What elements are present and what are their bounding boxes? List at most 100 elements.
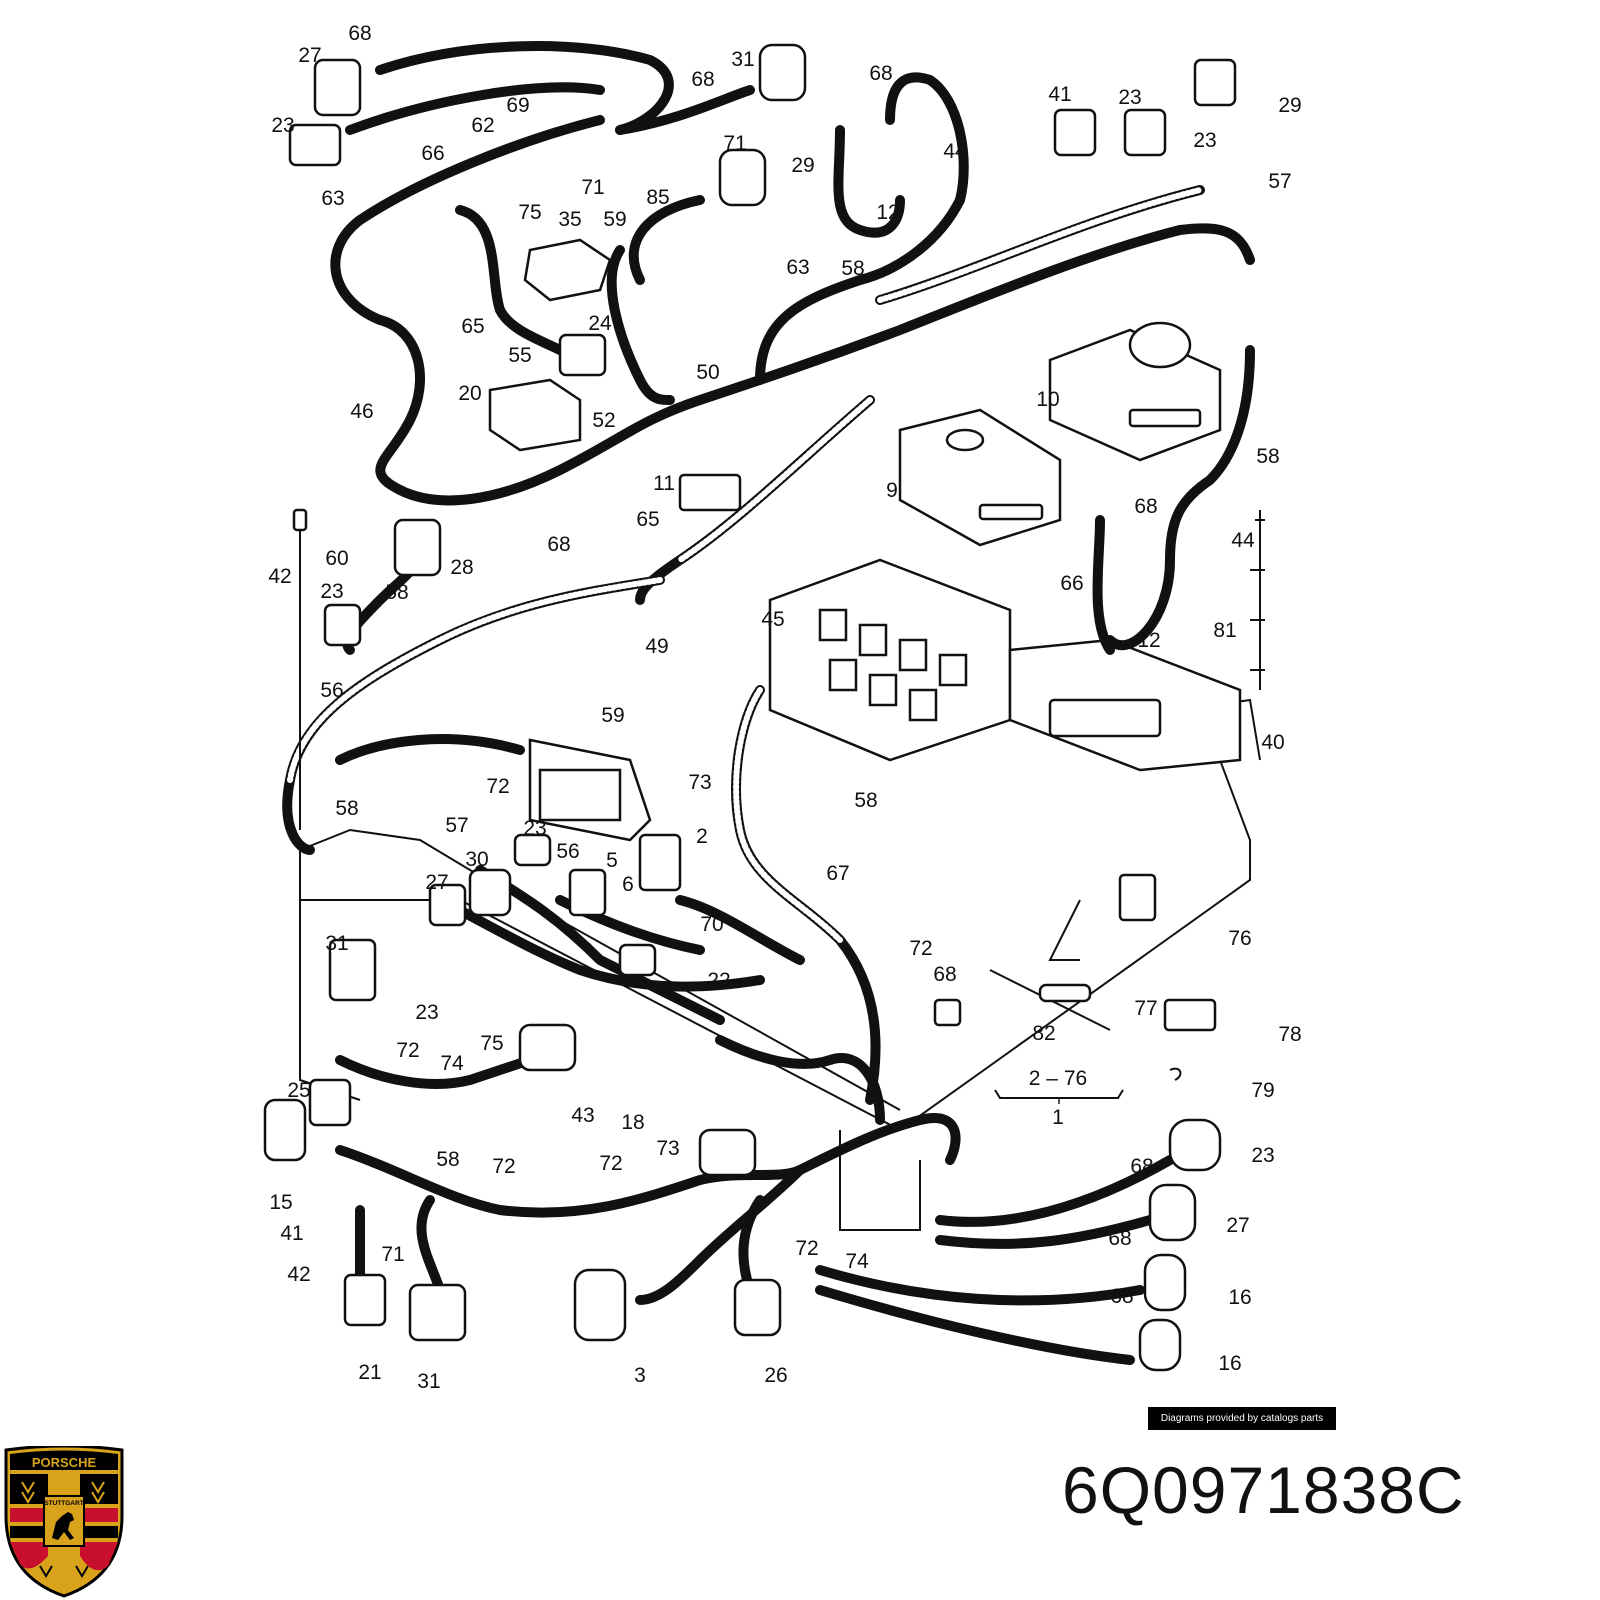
callout: 42 <box>287 1263 310 1286</box>
callout: 6 <box>622 873 634 896</box>
callout: 72 <box>599 1152 622 1175</box>
callout: 31 <box>417 1370 440 1393</box>
callout: 11 <box>653 472 675 495</box>
callout: 23 <box>320 580 343 603</box>
callout: 35 <box>558 208 581 231</box>
callout: 72 <box>795 1237 818 1260</box>
callout: 25 <box>287 1079 310 1102</box>
part-number: 6Q0971838C <box>1062 1453 1465 1527</box>
callout: 58 <box>436 1148 459 1171</box>
callout: 71 <box>381 1243 404 1266</box>
module-35 <box>523 238 612 302</box>
callout-labels: 68 27 23 31 68 69 62 66 71 71 85 29 63 7… <box>268 22 1301 1393</box>
callout: 77 <box>1134 997 1157 1020</box>
callout: 9 <box>886 479 898 502</box>
callout: 23 <box>415 1001 438 1024</box>
callout: 58 <box>385 581 408 604</box>
callout: 3 <box>634 1364 646 1387</box>
callout: 71 <box>723 132 746 155</box>
callout: 41 <box>1048 83 1071 106</box>
control-unit-10 <box>1048 321 1222 462</box>
callout: 79 <box>1251 1079 1274 1102</box>
callout: 65 <box>636 508 659 531</box>
callout: 44 <box>1231 529 1255 552</box>
callout: 27 <box>1226 1214 1249 1237</box>
callout: 74 <box>440 1052 464 1075</box>
callout: 72 <box>486 775 509 798</box>
relay-20 <box>488 378 582 452</box>
callout: 58 <box>854 789 877 812</box>
callout: 81 <box>1213 619 1236 642</box>
callout: 15 <box>269 1191 292 1214</box>
callout: 44 <box>943 140 967 163</box>
callout: 58 <box>1256 445 1279 468</box>
callout: 73 <box>656 1137 679 1160</box>
callout: 75 <box>480 1032 503 1055</box>
callout: 46 <box>350 400 373 423</box>
callout: 59 <box>601 704 624 727</box>
callout: 29 <box>1278 94 1301 117</box>
callout: 30 <box>465 848 488 871</box>
connectors <box>263 43 1265 1372</box>
fuse-box <box>768 558 1242 772</box>
callout: 23 <box>1118 86 1141 109</box>
callout: 31 <box>731 48 754 71</box>
callout: 58 <box>335 797 358 820</box>
callout: 23 <box>271 114 294 137</box>
callout: 68 <box>691 68 714 91</box>
callout: 16 <box>1218 1352 1241 1375</box>
callout: 27 <box>425 871 448 894</box>
callout: 23 <box>1193 129 1216 152</box>
callout: 68 <box>1134 495 1157 518</box>
callout: 55 <box>508 344 531 367</box>
callout: 75 <box>518 201 541 224</box>
callout: 49 <box>645 635 668 658</box>
callout: 78 <box>1278 1023 1301 1046</box>
callout: 20 <box>458 382 481 405</box>
callout: 24 <box>588 312 612 335</box>
callout: 66 <box>421 142 444 165</box>
callout: 73 <box>688 771 711 794</box>
callout: 41 <box>280 1222 303 1245</box>
callout: 68 <box>1108 1227 1131 1250</box>
callout: 42 <box>268 565 291 588</box>
callout: 2 <box>696 825 708 848</box>
callout: 57 <box>1268 170 1291 193</box>
callout: 57 <box>445 814 468 837</box>
callout: 70 <box>700 913 723 936</box>
porsche-crest-icon: PORSCHE STUTTGART <box>4 1446 124 1598</box>
callout: 23 <box>1251 1144 1274 1167</box>
callout: 23 <box>523 817 546 840</box>
callout: 27 <box>298 44 321 67</box>
callout: 82 <box>1032 1022 1055 1045</box>
callout: 28 <box>450 556 473 579</box>
callout: 62 <box>471 114 494 137</box>
callout: 85 <box>646 186 669 209</box>
control-unit-9 <box>898 408 1062 547</box>
logo-text-top: PORSCHE <box>32 1455 97 1470</box>
logo-text-mid: STUTTGART <box>44 1500 83 1507</box>
callout: 22 <box>707 969 730 992</box>
callout: 66 <box>1060 572 1083 595</box>
callout: 67 <box>826 862 849 885</box>
callout: 18 <box>621 1111 644 1134</box>
callout: 68 <box>547 533 570 556</box>
callout: 50 <box>696 361 719 384</box>
callout: 68 <box>348 22 371 45</box>
callout: 21 <box>358 1361 381 1384</box>
diagram-credit: Diagrams provided by catalogs parts <box>1148 1407 1336 1430</box>
callout: 26 <box>764 1364 787 1387</box>
callout: 65 <box>461 315 484 338</box>
callout: 29 <box>791 154 814 177</box>
callout: 63 <box>321 187 344 210</box>
connector-11 <box>678 473 742 512</box>
callout: 5 <box>606 849 618 872</box>
callout: 59 <box>603 208 626 231</box>
ecu-connector-5 <box>528 738 652 842</box>
range-bracket: 2 – 76 1 <box>994 1067 1124 1129</box>
callout: 68 <box>1110 1285 1133 1308</box>
callout: 43 <box>571 1104 594 1127</box>
callout: 69 <box>506 94 529 117</box>
callout: 56 <box>320 679 343 702</box>
